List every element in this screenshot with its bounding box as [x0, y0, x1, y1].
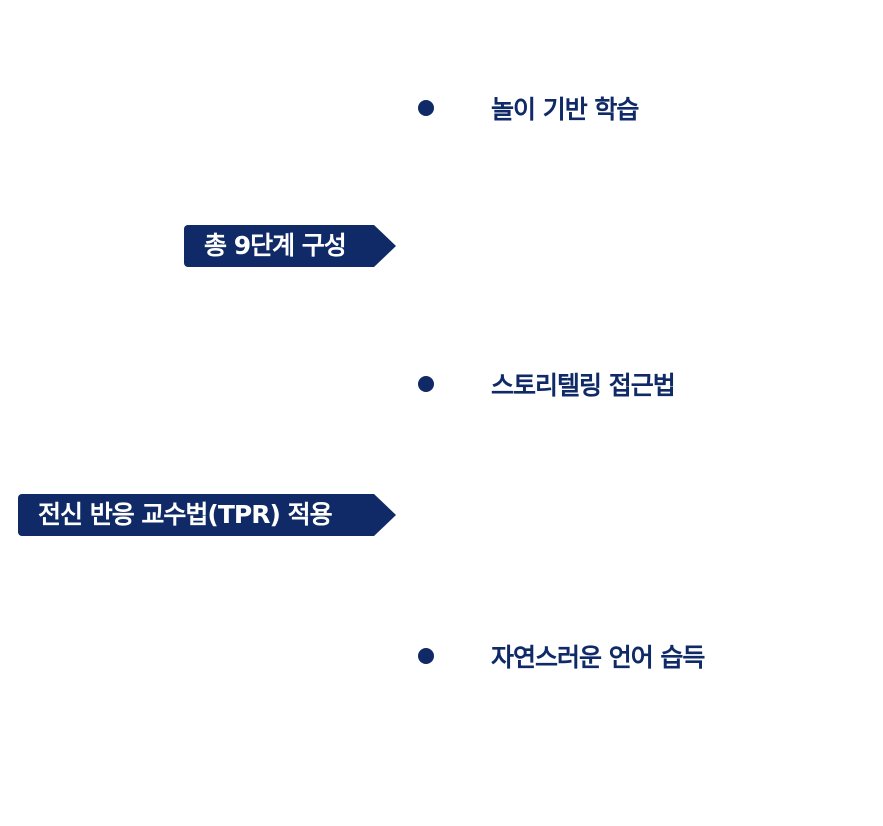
bullet-dot-icon — [418, 648, 434, 664]
feature-bullet-label: 놀이 기반 학습 — [491, 95, 639, 124]
feature-tag-label: 전신 반응 교수법(TPR) 적용 — [38, 500, 332, 529]
feature-bullet-storytelling: 스토리텔링 접근법 — [418, 364, 676, 404]
feature-tag-label: 총 9단계 구성 — [204, 231, 346, 260]
bullet-dot-icon — [418, 376, 434, 392]
bullet-dot-icon — [418, 100, 434, 116]
feature-bullet-play-learning: 놀이 기반 학습 — [418, 88, 639, 128]
feature-tag-tpr: 전신 반응 교수법(TPR) 적용 — [18, 494, 396, 536]
feature-bullet-label: 스토리텔링 접근법 — [491, 371, 676, 400]
feature-bullet-label: 자연스러운 언어 습득 — [491, 643, 705, 672]
feature-tag-nine-steps: 총 9단계 구성 — [184, 225, 396, 267]
feature-bullet-language-acquisition: 자연스러운 언어 습득 — [418, 636, 705, 676]
